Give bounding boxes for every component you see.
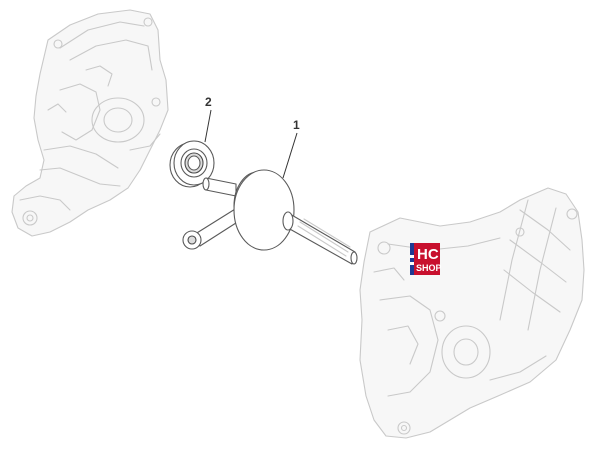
callout-1: 1 [282, 118, 300, 179]
callout-2: 2 [204, 95, 212, 143]
crankshaft [182, 169, 358, 265]
leader-line-2 [204, 109, 212, 143]
logo-text-line2: SHOP [416, 263, 442, 273]
hc-shop-logo: HC SHOP [410, 243, 442, 275]
left-crankcase-half [11, 9, 169, 237]
bearing [169, 140, 215, 188]
leader-line-1 [282, 132, 298, 179]
callout-label-2: 2 [205, 95, 212, 109]
callout-label-1: 1 [293, 118, 300, 132]
logo-text-line1: HC [417, 246, 439, 263]
right-crankcase-half [359, 187, 585, 439]
